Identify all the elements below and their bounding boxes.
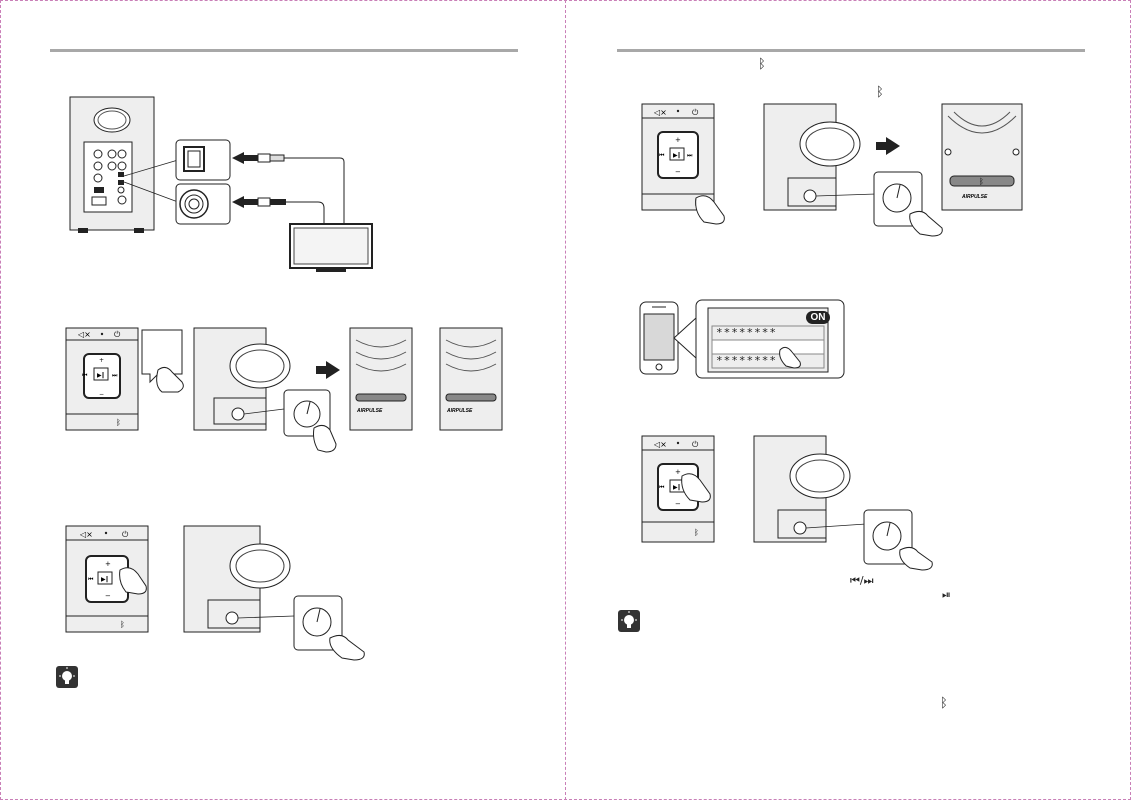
bluetooth-icon: ᛒ: [758, 57, 766, 72]
svg-text:−: −: [675, 500, 681, 508]
svg-text:▶‖: ▶‖: [673, 484, 681, 491]
svg-text:◁×: ◁×: [77, 330, 91, 339]
svg-text:ᛒ: ᛒ: [979, 177, 984, 186]
bluetooth-toggle: ON: [806, 311, 830, 324]
svg-text:−: −: [675, 168, 681, 176]
right-page: ᛒ ᛒ ◁× ⏻ ▶‖ ⏮ ⏭ + − ᛒ: [566, 0, 1131, 800]
lightbulb-tip-icon: [56, 666, 78, 688]
bluetooth-icon: ᛒ: [876, 85, 884, 100]
svg-text:⏻: ⏻: [114, 330, 121, 339]
svg-text:⏮: ⏮: [659, 152, 665, 159]
section-rule-left: [50, 49, 518, 52]
brand-logo-b: AIRPULSE: [446, 408, 473, 414]
svg-text:◁×: ◁×: [653, 108, 667, 117]
page-fold-line: [565, 0, 566, 800]
svg-text:⏮: ⏮: [659, 484, 665, 491]
brand-logo-a: AIRPULSE: [356, 408, 383, 414]
svg-text:⏭: ⏭: [112, 372, 118, 379]
svg-text:⏻: ⏻: [122, 530, 129, 539]
play-pause-icon: ⏯: [942, 588, 951, 601]
svg-text:⏭: ⏭: [687, 152, 693, 159]
svg-text:⏻: ⏻: [692, 440, 699, 449]
lightbulb-tip-icon: [618, 610, 640, 632]
svg-text:▶‖: ▶‖: [673, 152, 681, 159]
svg-text:ᛒ: ᛒ: [116, 418, 121, 427]
input-select-diagram: ◁× ⏻ ▶‖ ⏮ ⏭ + − ᛒ: [64, 326, 506, 466]
svg-text:+: +: [675, 136, 681, 144]
volume-control-diagram: ◁× ⏻ ▶‖ ⏮ + − ᛒ: [64, 524, 376, 664]
svg-text:▶‖: ▶‖: [101, 576, 109, 583]
skip-track-icon: ⏮/⏭: [850, 574, 874, 587]
svg-text:+: +: [105, 560, 111, 568]
svg-text:+: +: [99, 357, 104, 364]
svg-text:▶‖: ▶‖: [97, 372, 105, 379]
left-page: ◁× ⏻ ▶‖ ⏮ ⏭ + − ᛒ: [50, 49, 518, 688]
phone-pairing-diagram: ON ******** ********: [638, 298, 848, 382]
svg-text:◁×: ◁×: [653, 440, 667, 449]
svg-text:−: −: [105, 592, 111, 600]
connection-diagram: [60, 94, 380, 274]
svg-text:⏮: ⏮: [82, 372, 88, 379]
page-border-left: [0, 0, 1, 800]
svg-text:+: +: [675, 468, 681, 476]
bluetooth-icon: ᛒ: [940, 696, 948, 711]
svg-text:ᛒ: ᛒ: [120, 620, 125, 629]
device-row-2: ********: [716, 354, 777, 367]
brand-logo-c: AIRPULSE: [961, 194, 988, 200]
svg-text:ᛒ: ᛒ: [694, 528, 699, 537]
svg-text:−: −: [99, 391, 104, 398]
svg-text:⏮: ⏮: [88, 576, 94, 583]
section-rule-right: [617, 49, 1085, 52]
bluetooth-pairing-diagram: ◁× ⏻ ▶‖ ⏮ ⏭ + − ᛒ: [640, 102, 1040, 242]
svg-text:⏻: ⏻: [692, 108, 699, 117]
svg-text:◁×: ◁×: [79, 530, 93, 539]
device-row-1: ********: [716, 326, 777, 339]
playback-control-diagram: ◁× ⏻ ▶‖ ⏮ + − ᛒ: [640, 434, 960, 574]
